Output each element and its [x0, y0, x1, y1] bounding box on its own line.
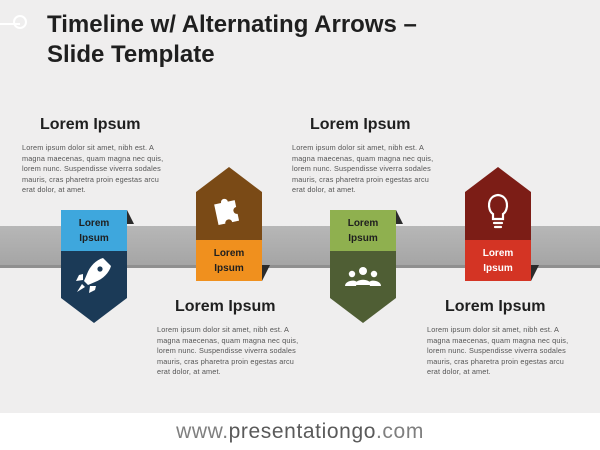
item-1-heading: Lorem Ipsum [40, 116, 141, 133]
marker-2-label: Lorem Ipsum [196, 246, 262, 276]
fold-shadow [127, 210, 134, 224]
item-2-description: Lorem ipsum dolor sit amet, nibh est. A … [157, 325, 307, 378]
item-3-text-line: lorem nunc. Suspendisse viverra sodales [292, 164, 431, 174]
item-1-text-line: magna maecenas, quam magna nec quis, [22, 153, 164, 163]
corner-decoration-line [0, 23, 20, 25]
item-2-text-line: magna maecenas, quam magna nec quis, [157, 335, 299, 345]
slide-title-line-2: Slide Template [47, 41, 215, 68]
lightbulb-icon [487, 193, 509, 229]
item-2-text-line: lorem nunc. Suspendisse viverra sodales [157, 346, 296, 356]
fold-shadow [531, 265, 539, 281]
timeline-marker-2 [196, 167, 270, 281]
item-4-text-line: lorem nunc. Suspendisse viverra sodales [427, 346, 566, 356]
people-icon [345, 267, 381, 286]
item-3-description: Lorem ipsum dolor sit amet, nibh est. A … [292, 143, 442, 196]
fold-shadow [262, 265, 270, 281]
timeline-marker-4 [465, 167, 539, 281]
marker-1-label-box [61, 210, 127, 251]
item-4-heading: Lorem Ipsum [445, 298, 546, 315]
item-1-description: Lorem ipsum dolor sit amet, nibh est. A … [22, 143, 172, 196]
item-2-text-line: Lorem ipsum dolor sit amet, nibh est. A [157, 325, 289, 334]
item-3-text-line: magna maecenas, quam magna nec quis, [292, 153, 434, 163]
corner-decoration-circle [13, 15, 27, 29]
timeline-shapes [61, 167, 539, 323]
marker-4-label-box [465, 240, 531, 281]
marker-2-label-line-2: Ipsum [214, 263, 244, 274]
marker-2-label-line-1: Lorem [213, 248, 245, 259]
footer-prefix: www. [176, 420, 229, 443]
item-4-text-line: mauris, cras pharetra proin egestas arcu [427, 356, 564, 366]
item-3-text-line: Lorem ipsum dolor sit amet, nibh est. A [292, 143, 424, 152]
marker-3-arrow [330, 251, 396, 323]
marker-2-label-box [196, 240, 262, 281]
puzzle-icon [214, 198, 240, 226]
rocket-icon [76, 258, 111, 293]
item-4-text-line: Lorem ipsum dolor sit amet, nibh est. A [427, 325, 559, 334]
item-4-description: Lorem ipsum dolor sit amet, nibh est. A … [427, 325, 577, 378]
item-3-heading: Lorem Ipsum [310, 116, 411, 133]
marker-4-arrow [465, 167, 531, 240]
marker-1-label-line-1: Lorem [78, 218, 110, 229]
slide: Timeline w/ Alternating Arrows – Slide T… [0, 0, 600, 413]
footer-website: www.presentationgo.com [0, 413, 600, 450]
footer-brand: presentationgo [228, 420, 376, 443]
item-2-text-line: erat dolor, at amet. [157, 367, 221, 377]
item-3-text-line: mauris, cras pharetra proin egestas arcu [292, 174, 429, 184]
marker-3-label-line-1: Lorem [347, 218, 379, 229]
slide-title-line-1: Timeline w/ Alternating Arrows – [47, 11, 417, 38]
item-1-text-line: erat dolor, at amet. [22, 185, 86, 195]
marker-3-label-line-2: Ipsum [348, 233, 378, 244]
timeline-band-shadow [0, 265, 600, 268]
marker-4-label-line-1: Lorem [482, 248, 514, 259]
item-2-text-line: mauris, cras pharetra proin egestas arcu [157, 356, 294, 366]
footer-suffix: .com [376, 420, 424, 443]
item-1-text-line: mauris, cras pharetra proin egestas arcu [22, 174, 159, 184]
item-4-text-line: magna maecenas, quam magna nec quis, [427, 335, 569, 345]
marker-4-label: Lorem Ipsum [465, 246, 531, 276]
timeline-marker-3 [330, 210, 403, 323]
fold-shadow [396, 210, 403, 224]
item-1-text-line: lorem nunc. Suspendisse viverra sodales [22, 164, 161, 174]
item-1-text-line: Lorem ipsum dolor sit amet, nibh est. A [22, 143, 154, 152]
marker-1-label-line-2: Ipsum [79, 233, 109, 244]
marker-3-label-box [330, 210, 396, 251]
item-2-heading: Lorem Ipsum [175, 298, 276, 315]
marker-4-label-line-2: Ipsum [483, 263, 513, 274]
marker-1-label: Lorem Ipsum [61, 216, 127, 246]
slide-title: Timeline w/ Alternating Arrows – Slide T… [47, 10, 587, 70]
marker-3-label: Lorem Ipsum [330, 216, 396, 246]
item-3-text-line: erat dolor, at amet. [292, 185, 356, 195]
item-4-text-line: erat dolor, at amet. [427, 367, 491, 377]
